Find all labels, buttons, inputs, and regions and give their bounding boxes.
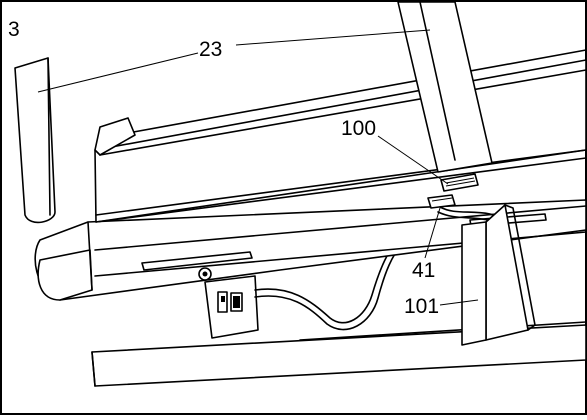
callout-41: 41 (412, 259, 435, 282)
leader-23-right (235, 29, 431, 46)
callout-100: 100 (341, 117, 376, 140)
callout-101: 101 (404, 295, 439, 318)
leader-100 (377, 135, 449, 185)
callout-23: 23 (199, 38, 222, 61)
wire-harness-connector (427, 173, 505, 229)
power-cord (254, 237, 404, 331)
leader-101 (439, 299, 479, 306)
step-number: 3 (8, 18, 20, 41)
motor-base-housing (204, 275, 259, 339)
left-upright (14, 57, 56, 224)
right-upright (397, 1, 493, 173)
motor-hood-part (461, 204, 536, 346)
leader-41 (424, 207, 441, 259)
leader-23-left (37, 52, 199, 93)
callout-leaders (37, 29, 479, 306)
